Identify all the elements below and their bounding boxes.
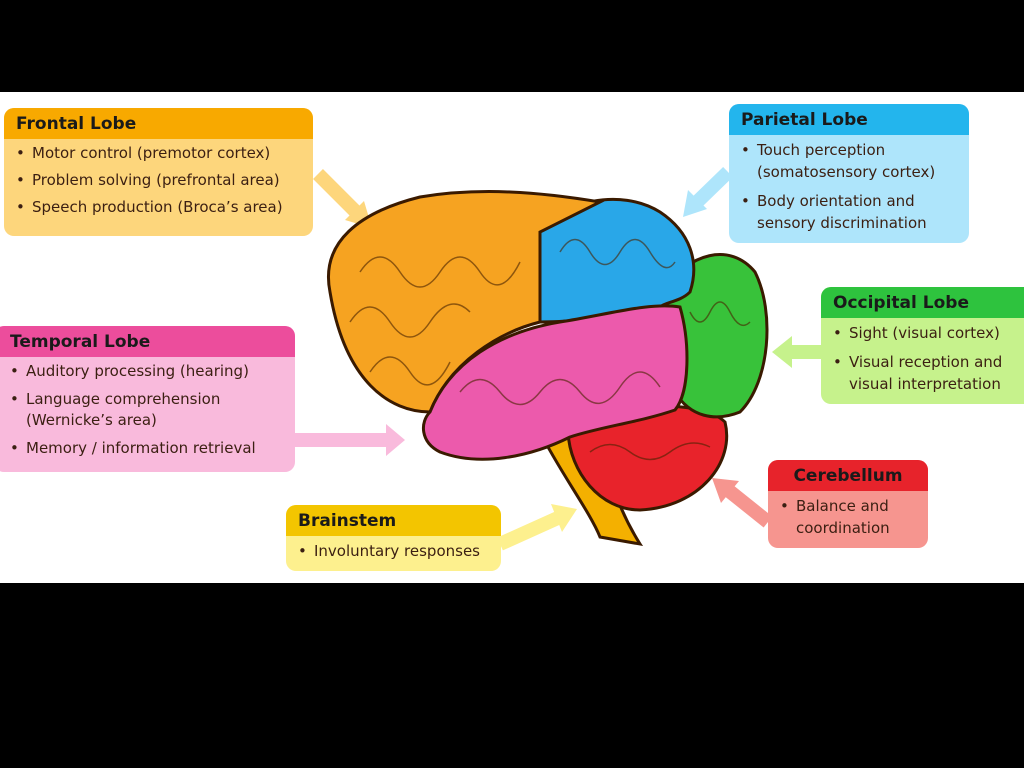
cerebellum-arrowhead <box>712 478 739 503</box>
frontal-region <box>327 190 605 414</box>
parietal-lobe-title: Parietal Lobe <box>729 104 969 135</box>
parietal-item: Touch perception (somatosensory cortex) <box>739 139 957 183</box>
brain <box>327 190 769 547</box>
brain-illustration <box>295 166 822 551</box>
cerebellum-box: Cerebellum Balance and coordination <box>768 460 928 548</box>
temporal-arrowhead <box>386 424 405 456</box>
frontal-item: Motor control (premotor cortex) <box>14 143 301 163</box>
frontal-item: Speech production (Broca’s area) <box>14 197 301 217</box>
gyri-texture <box>349 238 751 461</box>
arrows <box>295 166 822 551</box>
brainstem-item: Involuntary responses <box>296 540 489 562</box>
frontal-lobe-title: Frontal Lobe <box>4 108 313 139</box>
parietal-lobe-box: Parietal Lobe Touch perception (somatose… <box>729 104 969 243</box>
temporal-lobe-box: Temporal Lobe Auditory processing (heari… <box>0 326 295 472</box>
parietal-arrowhead <box>683 190 707 217</box>
cerebellum-arrow <box>723 484 773 528</box>
occipital-item: Visual reception and visual interpretati… <box>831 351 1022 395</box>
occipital-arrowhead <box>772 336 792 368</box>
parietal-item: Body orientation and sensory discriminat… <box>739 190 957 234</box>
temporal-item: Auditory processing (hearing) <box>8 361 283 382</box>
brainstem-box: Brainstem Involuntary responses <box>286 505 501 571</box>
frontal-lobe-box: Frontal Lobe Motor control (premotor cor… <box>4 108 313 236</box>
occipital-lobe-title: Occipital Lobe <box>821 287 1024 318</box>
cerebellum-title: Cerebellum <box>768 460 928 491</box>
occipital-item: Sight (visual cortex) <box>831 322 1022 344</box>
cerebellum-item: Balance and coordination <box>778 495 916 539</box>
temporal-region <box>421 304 689 461</box>
brainstem-arrowhead <box>551 504 577 532</box>
temporal-item: Memory / information retrieval <box>8 438 283 459</box>
temporal-lobe-title: Temporal Lobe <box>0 326 295 357</box>
temporal-item: Language comprehension (Wernicke’s area) <box>8 389 283 431</box>
occipital-lobe-box: Occipital Lobe Sight (visual cortex) Vis… <box>821 287 1024 404</box>
brainstem-title: Brainstem <box>286 505 501 536</box>
brain-diagram: Frontal Lobe Motor control (premotor cor… <box>0 92 1024 583</box>
parietal-arrow <box>690 166 733 210</box>
brainstem-arrow <box>497 510 563 551</box>
frontal-item: Problem solving (prefrontal area) <box>14 170 301 190</box>
